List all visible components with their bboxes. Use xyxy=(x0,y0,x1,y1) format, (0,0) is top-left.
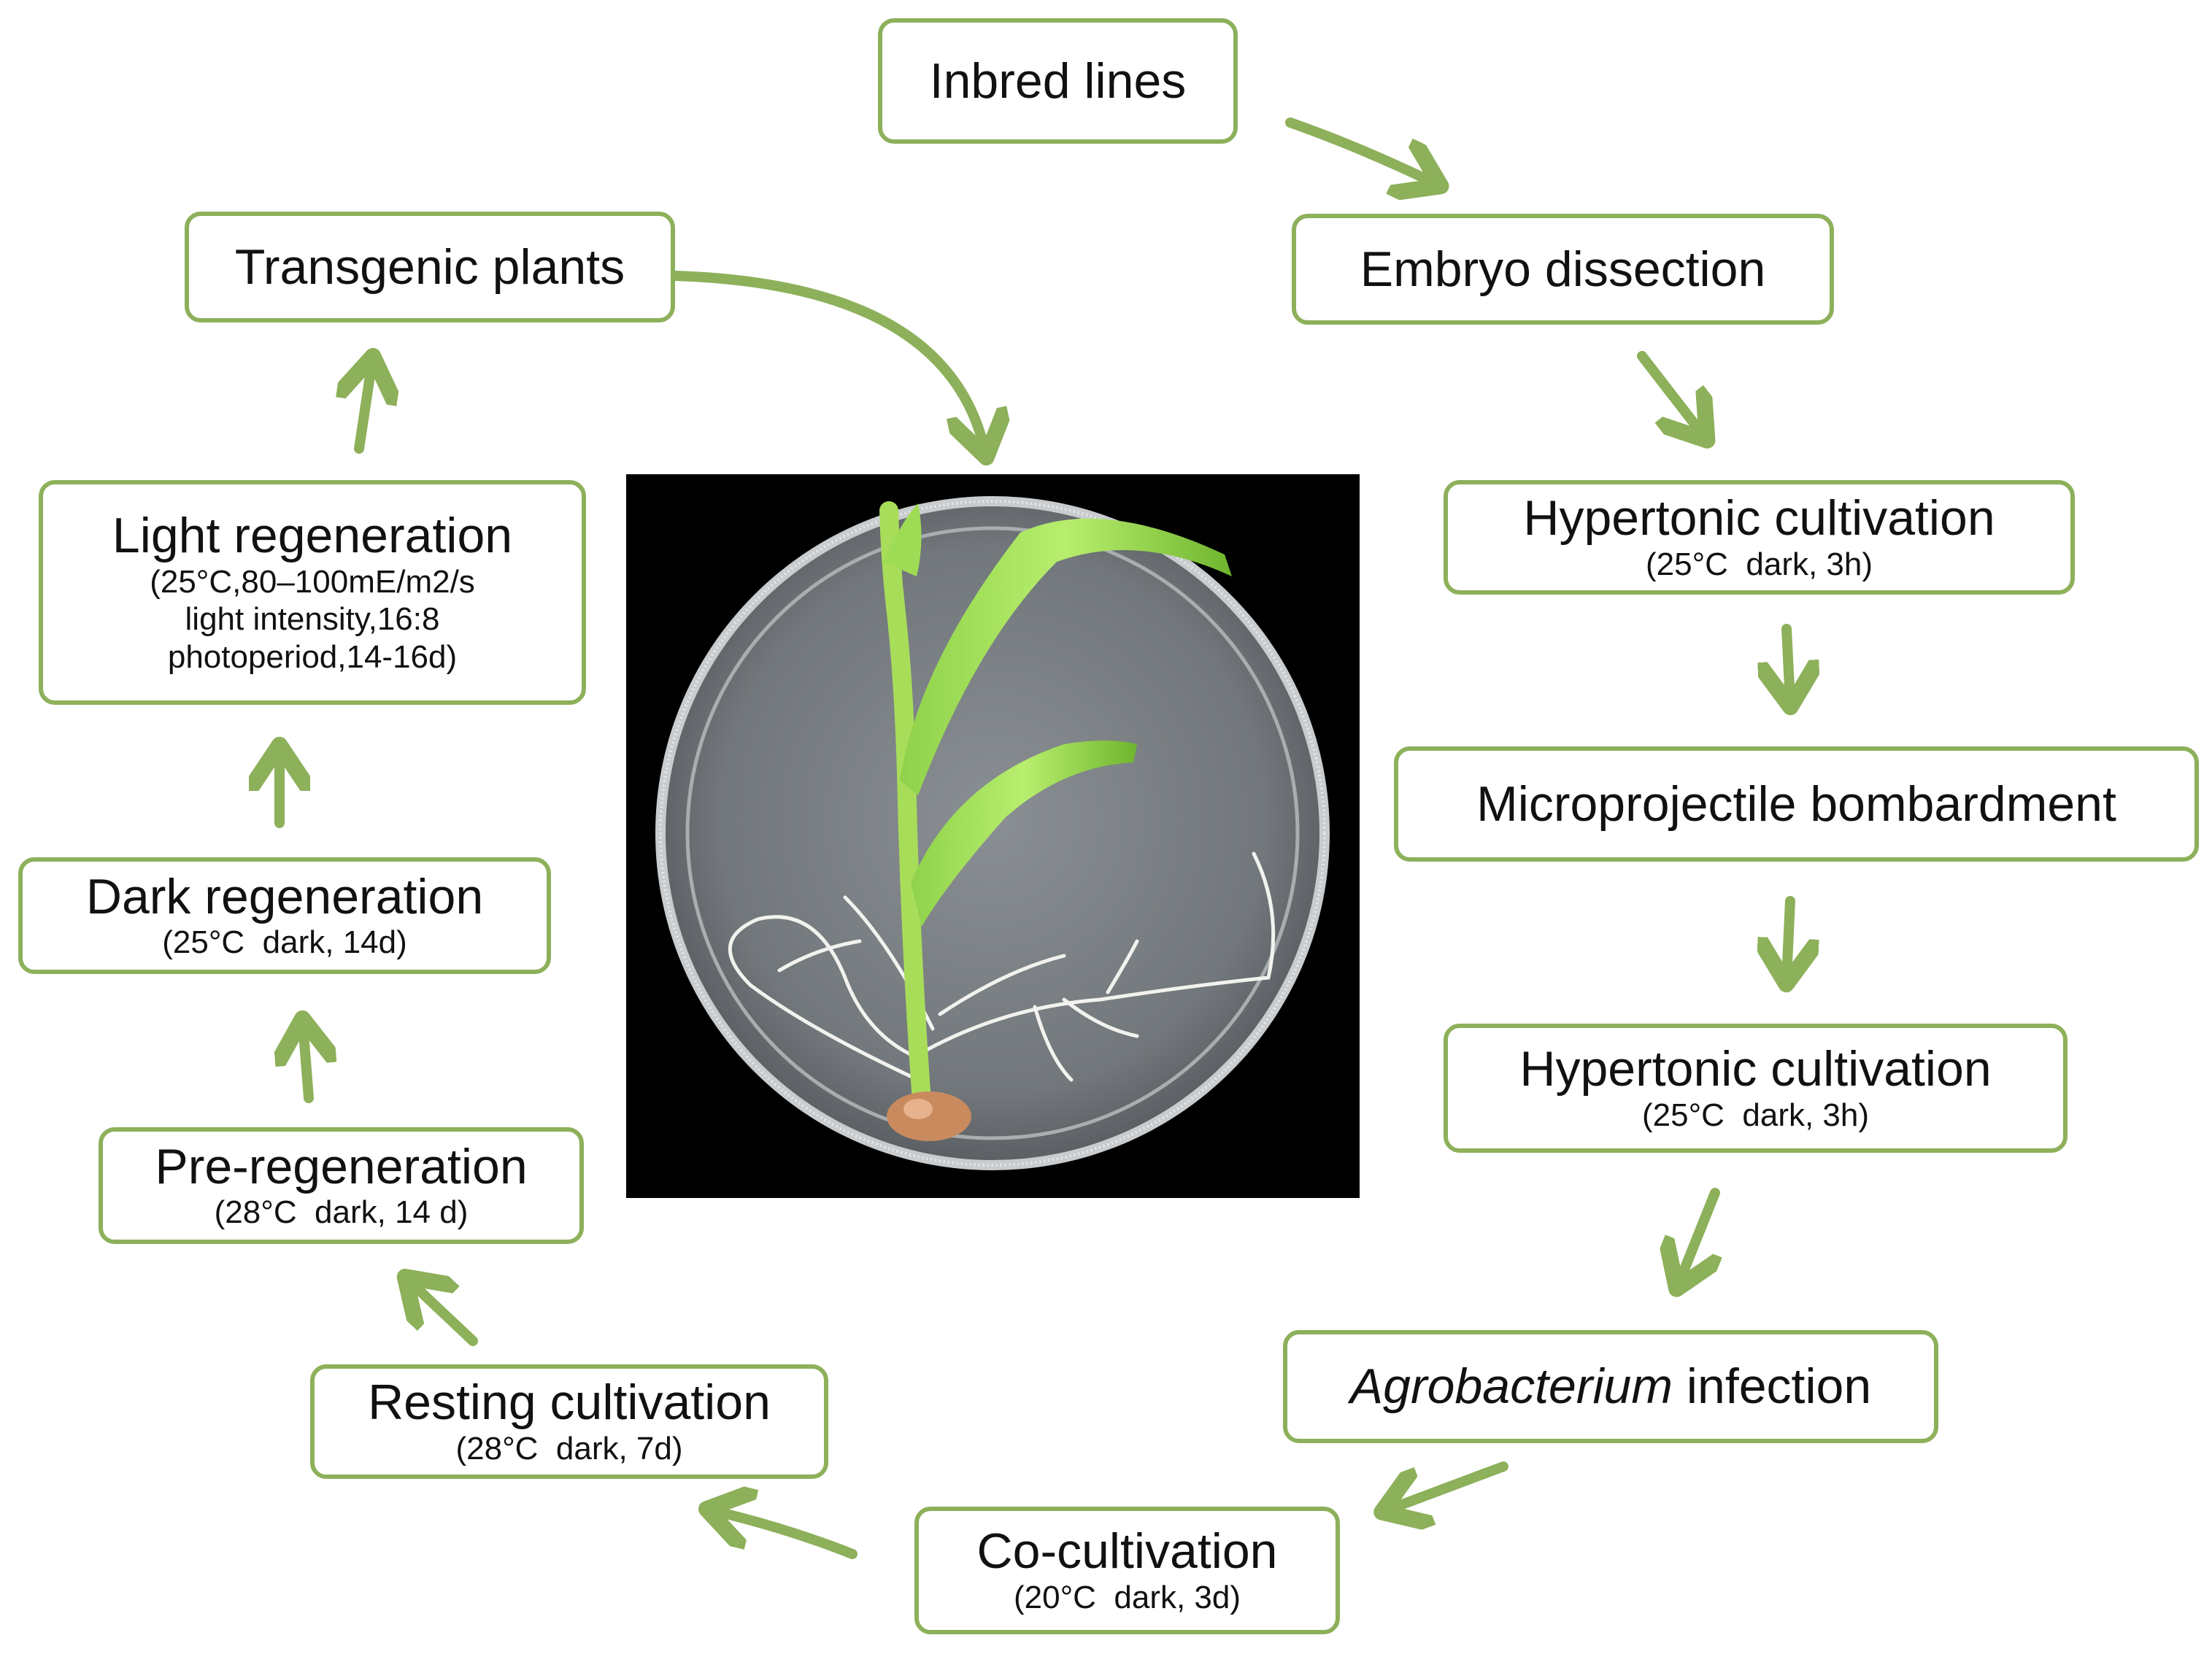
petri-dish-photo xyxy=(626,474,1360,1198)
node-conditions: (25°C dark, 3h) xyxy=(1641,1097,1870,1133)
node-conditions: (28°C dark, 14 d) xyxy=(214,1194,469,1231)
node-conditions-line-2: light intensity,16:8 xyxy=(185,601,440,638)
arrow-transgenic-to-photo xyxy=(670,271,985,452)
node-microprojectile-bombardment: Microprojectile bombardment xyxy=(1394,746,2199,862)
maize-seedling-image xyxy=(655,496,1330,1170)
arrow-resting-to-preregeneration xyxy=(409,1280,478,1346)
node-title: Pre-regeneration xyxy=(155,1138,528,1194)
node-light-regeneration: Light regeneration (25°C,80–100mE/m2/s l… xyxy=(39,480,586,705)
node-title: Hypertonic cultivation xyxy=(1519,1041,1992,1097)
node-title: Microprojectile bombardment xyxy=(1476,776,2116,832)
arrow-hypertonic1-to-bombardment xyxy=(1787,624,1790,702)
node-conditions: (25°C dark, 14d) xyxy=(162,924,407,961)
arrow-hypertonic2-to-agrobacterium xyxy=(1679,1188,1715,1284)
node-title-italic: Agrobacterium xyxy=(1349,1359,1673,1415)
arrow-preregeneration-to-dark xyxy=(303,1024,309,1103)
node-conditions: (20°C dark, 3d) xyxy=(1013,1579,1241,1615)
arrow-cocultivation-to-resting xyxy=(712,1510,858,1559)
arrow-inbred-to-embryo xyxy=(1285,117,1436,184)
node-hypertonic-cultivation-1: Hypertonic cultivation (25°C dark, 3h) xyxy=(1444,480,2075,595)
node-pre-regeneration: Pre-regeneration (28°C dark, 14 d) xyxy=(99,1127,584,1244)
arrow-embryo-to-hypertonic1 xyxy=(1637,351,1704,436)
node-embryo-dissection: Embryo dissection xyxy=(1292,214,1834,325)
node-title: Dark regeneration xyxy=(85,868,484,924)
node-title: Resting cultivation xyxy=(368,1375,771,1431)
node-title-rest: infection xyxy=(1673,1359,1872,1415)
node-title: Light regeneration xyxy=(112,507,513,563)
node-hypertonic-cultivation-2: Hypertonic cultivation (25°C dark, 3h) xyxy=(1444,1024,2068,1153)
node-resting-cultivation: Resting cultivation (28°C dark, 7d) xyxy=(310,1364,828,1479)
node-transgenic-plants: Transgenic plants xyxy=(185,212,675,322)
node-title: Hypertonic cultivation xyxy=(1523,490,1995,546)
node-conditions: (28°C dark, 7d) xyxy=(455,1430,683,1466)
node-conditions-line-1: (25°C,80–100mE/m2/s xyxy=(150,563,475,600)
node-title: Inbred lines xyxy=(929,53,1187,109)
node-co-cultivation: Co-cultivation (20°C dark, 3d) xyxy=(914,1507,1340,1634)
node-title: Co-cultivation xyxy=(976,1523,1278,1580)
node-title: Transgenic plants xyxy=(234,239,625,295)
arrow-bombardment-to-hypertonic2 xyxy=(1787,896,1790,979)
node-conditions: (25°C dark, 3h) xyxy=(1645,546,1873,582)
node-conditions-line-3: photoperiod,14-16d) xyxy=(167,639,458,676)
node-title: Embryo dissection xyxy=(1360,241,1766,297)
node-inbred-lines: Inbred lines xyxy=(878,18,1238,144)
arrow-light-to-transgenic xyxy=(359,361,372,454)
node-dark-regeneration: Dark regeneration (25°C dark, 14d) xyxy=(18,857,551,974)
arrow-agrobacterium-to-cocultivation xyxy=(1387,1461,1508,1510)
node-title: Agrobacterium infection xyxy=(1350,1359,1871,1414)
node-agrobacterium-infection: Agrobacterium infection xyxy=(1283,1330,1938,1443)
